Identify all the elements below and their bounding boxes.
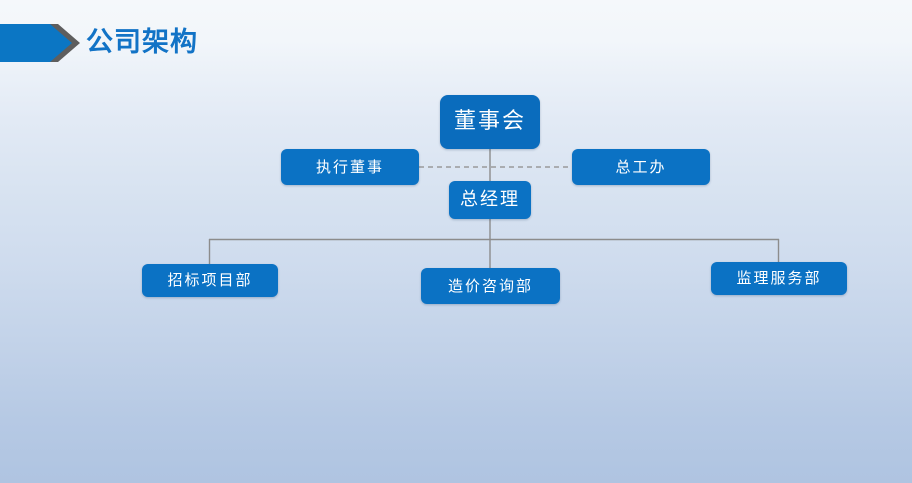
org-node-label: 总经理 <box>460 189 520 210</box>
org-node-super[interactable]: 监理服务部 <box>711 262 847 295</box>
org-node-label: 总工办 <box>615 157 667 176</box>
org-node-label: 执行董事 <box>315 157 384 176</box>
org-node-gm[interactable]: 总经理 <box>449 181 531 219</box>
chevron-right-banner-icon <box>0 24 80 62</box>
org-node-label: 造价咨询部 <box>447 276 533 295</box>
slide-header: 公司架构 <box>0 0 912 80</box>
org-node-cost[interactable]: 造价咨询部 <box>421 268 560 304</box>
page-title: 公司架构 <box>86 27 198 58</box>
org-node-chief[interactable]: 总工办 <box>572 149 710 185</box>
org-node-label: 招标项目部 <box>167 271 253 289</box>
org-node-board[interactable]: 董事会 <box>440 95 540 149</box>
org-node-bid[interactable]: 招标项目部 <box>142 264 278 297</box>
org-node-exec[interactable]: 执行董事 <box>281 149 419 185</box>
org-node-label: 董事会 <box>453 109 526 134</box>
org-node-label: 监理服务部 <box>736 269 822 287</box>
